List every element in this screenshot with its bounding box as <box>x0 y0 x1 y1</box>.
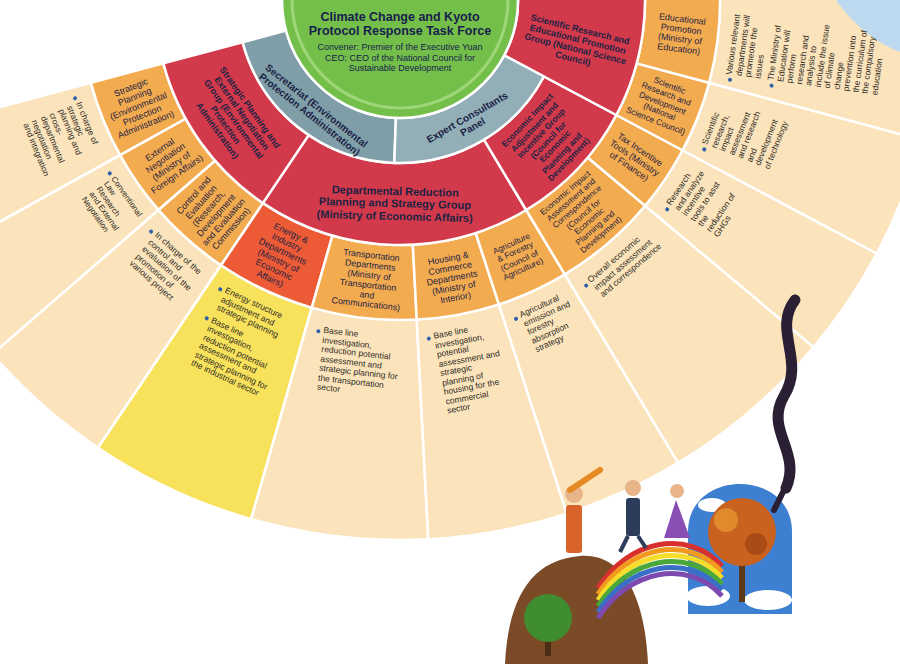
group-band: Scientific Research and Educational Prom… <box>516 9 636 79</box>
node-label: Control and Evaluation (Research, Develo… <box>169 168 256 255</box>
bullet-text: Agricultural emission and forestry absor… <box>510 290 584 358</box>
bullet-text: Research and analyze incentive tools to … <box>660 163 746 246</box>
autumn-tree <box>708 498 776 566</box>
person <box>625 480 641 496</box>
node-label: Scientific Research and Educational Prom… <box>518 11 634 76</box>
node-label: Scientific Research and Development (Nat… <box>625 70 701 137</box>
task-force-cap: Climate Change and Kyoto Protocol Respon… <box>300 8 500 76</box>
cap-highlight <box>292 0 508 108</box>
person <box>670 484 684 498</box>
department-box: Energy & Industry Departments (Ministry … <box>236 212 326 300</box>
department-box: Agriculture & Forestry (Council of Agric… <box>487 228 547 285</box>
department-box: Control and Evaluation (Research, Develo… <box>166 165 259 258</box>
fan-sector <box>637 0 720 83</box>
duty-wedge: Energy structure adjustment and strategi… <box>179 280 302 404</box>
duty-wedge: Agricultural emission and forestry absor… <box>508 287 588 360</box>
group-band: Departmental Reduction Planning and Stra… <box>309 181 480 226</box>
fan-sector <box>312 236 417 320</box>
node-label: Housing & Commerce Departments (Ministry… <box>421 248 481 307</box>
pen-stroke <box>778 300 795 488</box>
duty-wedge: Scientific research, impact assessment a… <box>695 91 793 180</box>
node-label: Departmental Reduction Planning and Stra… <box>311 183 478 224</box>
node-label: Tax Incentive Tools (Ministry of Finance… <box>600 128 669 188</box>
node-label: Energy & Industry Departments (Ministry … <box>238 215 322 297</box>
duty-wedge: Base line investigation, potential asses… <box>423 318 514 420</box>
bullet-text: Various relevant departments will promeo… <box>724 11 772 88</box>
department-box: Housing & Commerce Departments (Ministry… <box>419 246 484 310</box>
department-box: Transportation Departments (Ministry of … <box>328 245 408 316</box>
department-box: Educational Promotion (Ministry of Educa… <box>644 8 716 60</box>
node-label: Agriculture & Forestry (Council of Agric… <box>490 231 545 283</box>
bullet-text: Base line investigation, reduction poten… <box>308 325 409 402</box>
autumn-tree <box>745 533 767 555</box>
duty-wedge: Research and analyze incentive tools to … <box>657 160 749 248</box>
duty-wedge: Various relevant departments will promeo… <box>721 8 890 106</box>
bullet-text: In charge of strategic planning and cros… <box>18 94 104 180</box>
duty-wedge: In charge of strategic planning and cros… <box>15 91 107 182</box>
department-box: Scientific Research and Development (Nat… <box>622 67 703 139</box>
cloud <box>744 590 792 610</box>
bullet-text: The Ministry of Education will perform r… <box>765 17 888 104</box>
person <box>626 498 640 536</box>
autumn-tree <box>714 508 738 532</box>
pen-tip <box>774 488 785 510</box>
person <box>664 500 690 538</box>
bullet-text: Conventional Law Research and External N… <box>75 168 143 239</box>
duty-wedge: Base line investigation, reduction poten… <box>306 322 411 403</box>
task-force-title: Climate Change and Kyoto Protocol Respon… <box>302 10 498 39</box>
person <box>620 536 646 552</box>
department-box: Tax Incentive Tools (Ministry of Finance… <box>597 125 672 191</box>
department-box: Strategic Planning (Environmental Protec… <box>97 68 179 144</box>
bullet-text: In charge of the control and evaluation … <box>121 225 206 308</box>
bullet-text: Base line investigation, potential asses… <box>425 320 511 417</box>
node-label: Educational Promotion (Ministry of Educa… <box>647 11 714 59</box>
fan-sector <box>251 308 428 540</box>
node-label: Transportation Departments (Ministry of … <box>330 247 405 314</box>
duty-wedge: Conventional Law Research and External N… <box>73 165 147 241</box>
cloud <box>686 586 730 606</box>
bullet-text: Scientific research, impact assessment a… <box>698 94 791 178</box>
green-tree <box>524 594 572 642</box>
task-force-detail: CEO: CEO of the National Council for Sus… <box>317 53 483 74</box>
person <box>566 505 582 553</box>
task-force-detail: Convener: Premier of the Executive Yuan <box>302 42 498 52</box>
pencil <box>570 470 600 490</box>
node-label: Strategic Planning (Environmental Protec… <box>99 71 176 141</box>
rainbow-bridge <box>598 574 722 618</box>
